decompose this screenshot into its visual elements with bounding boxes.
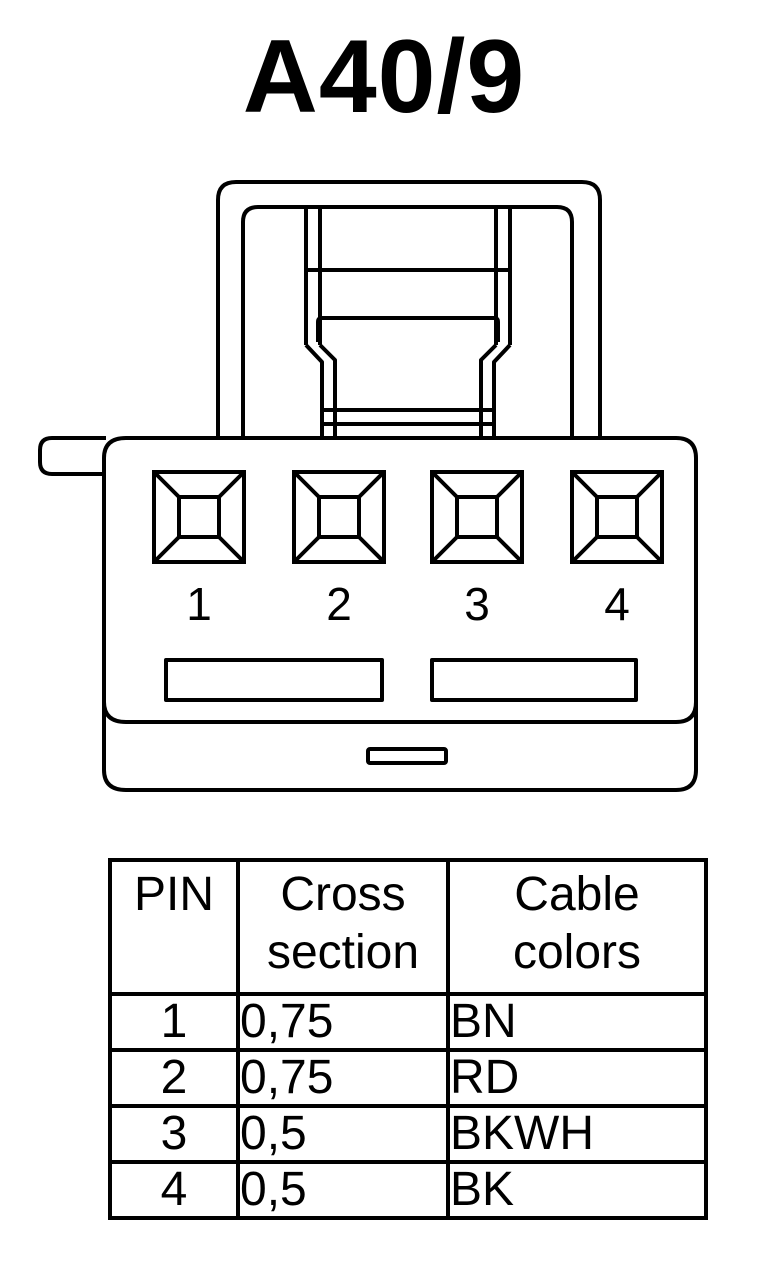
cell-cable-color: BKWH (446, 1104, 708, 1164)
cell-cross-section: 0,5 (236, 1104, 450, 1164)
table-row: 4 0,5 BK (108, 1160, 708, 1220)
table-row: 2 0,75 RD (108, 1048, 708, 1108)
header-cross-section-line2: section (266, 926, 420, 979)
pin-cavity-1 (152, 470, 246, 564)
header-cable-colors-line2: colors (512, 926, 642, 979)
cell-pin: 1 (108, 992, 240, 1052)
table-row: 3 0,5 BKWH (108, 1104, 708, 1164)
table-header-row: PIN Cross section Cable colors (108, 858, 708, 996)
header-cable-colors-line1: Cable (514, 868, 640, 921)
cell-pin: 4 (108, 1160, 240, 1220)
cell-cross-section: 0,75 (236, 992, 450, 1052)
pin-cavity-3 (430, 470, 524, 564)
cell-cross-section: 0,75 (236, 1048, 450, 1108)
pin-cavity-4 (570, 470, 664, 564)
header-cross-section: Cross section (236, 858, 450, 996)
pin-assignment-table: PIN Cross section Cable colors 1 0,75 BN… (108, 858, 708, 1220)
side-lug (38, 436, 106, 476)
pin-number-4: 4 (604, 578, 630, 630)
cell-cross-section: 0,5 (236, 1160, 450, 1220)
cell-pin: 3 (108, 1104, 240, 1164)
housing-body (102, 436, 698, 792)
table-row: 1 0,75 BN (108, 992, 708, 1052)
slot-right (430, 658, 638, 702)
cell-cable-color: BN (446, 992, 708, 1052)
cell-cable-color: RD (446, 1048, 708, 1108)
slot-left (164, 658, 384, 702)
cell-cable-color: BK (446, 1160, 708, 1220)
connector-title: A40/9 (242, 19, 526, 135)
latch-outer-frame (216, 180, 602, 438)
connector-drawing: 1 2 3 4 (38, 180, 698, 792)
header-pin: PIN (108, 858, 240, 996)
pin-number-3: 3 (464, 578, 490, 630)
pin-cavity-2 (292, 470, 386, 564)
bottom-slot (366, 747, 448, 765)
cell-pin: 2 (108, 1048, 240, 1108)
latch-inner-frame (241, 205, 574, 438)
pin-number-1: 1 (186, 578, 212, 630)
header-cross-section-line1: Cross (280, 868, 406, 921)
pin-number-2: 2 (326, 578, 352, 630)
header-cable-colors: Cable colors (446, 858, 708, 996)
